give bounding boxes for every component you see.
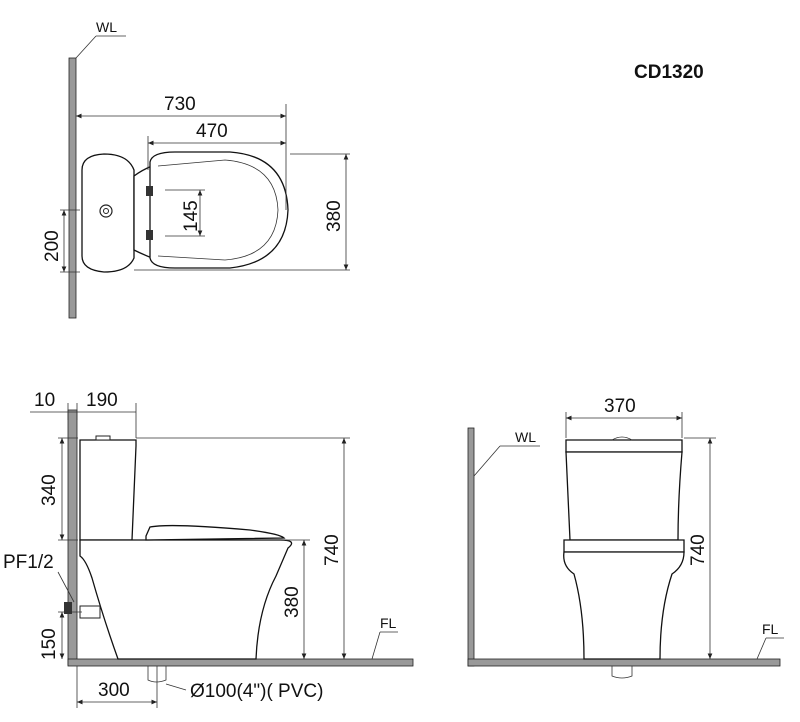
dim-730: 730	[164, 94, 196, 115]
dim-380-side: 380	[282, 586, 303, 618]
front-wl-label: WL	[515, 429, 536, 445]
pf-label: PF1/2	[3, 552, 54, 573]
dim-740-front: 740	[688, 534, 709, 566]
dim-470: 470	[196, 121, 228, 142]
side-tank	[79, 439, 137, 541]
front-view: WL FL 370 740	[467, 396, 784, 679]
dim-145: 145	[181, 200, 202, 232]
front-tank-lid	[565, 439, 683, 453]
supply-valve	[79, 605, 101, 619]
dim-200: 200	[42, 230, 63, 262]
front-fl-label: FL	[762, 621, 779, 637]
model-title: CD1320	[634, 62, 704, 83]
front-tank	[565, 451, 683, 541]
drain-pipe	[147, 666, 167, 683]
side-wall	[67, 409, 78, 666]
top-wl-leader	[75, 35, 97, 59]
dim-300: 300	[98, 680, 130, 701]
top-wall	[68, 57, 77, 319]
dim-740-side: 740	[322, 534, 343, 566]
side-bowl	[79, 539, 293, 660]
front-floor	[467, 658, 781, 667]
side-fl-label: FL	[380, 615, 397, 631]
dim-10: 10	[34, 390, 55, 411]
front-bowl	[563, 551, 685, 660]
side-view: FL PF1/2 Ø100(4")( PVC) 10 190 340 740	[3, 390, 414, 708]
drain-label: Ø100(4")( PVC)	[190, 681, 323, 702]
front-wall	[467, 427, 475, 667]
top-seat	[149, 151, 289, 269]
dim-380-top: 380	[324, 200, 345, 232]
top-view: WL 730 470 380 145 200	[42, 19, 350, 319]
dim-340: 340	[39, 474, 60, 506]
dim-190: 190	[86, 390, 118, 411]
dim-150: 150	[39, 628, 60, 660]
top-wl-label: WL	[96, 19, 117, 35]
side-seat	[145, 524, 286, 541]
dim-370: 370	[604, 396, 636, 417]
front-seat	[563, 539, 685, 553]
side-floor	[67, 658, 414, 667]
